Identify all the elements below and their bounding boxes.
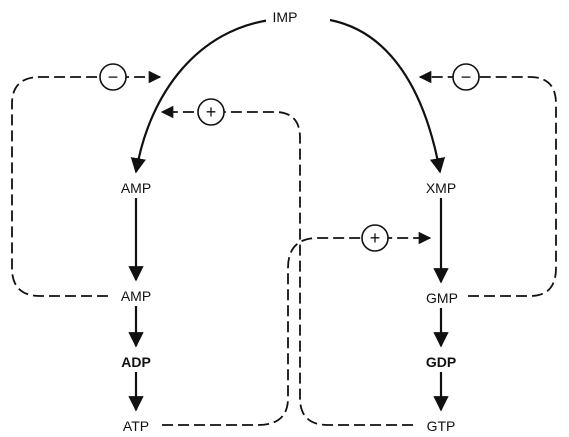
node-gdp: GDP bbox=[426, 354, 456, 370]
activation-marker-right: + bbox=[361, 224, 389, 252]
node-amp-top: AMP bbox=[121, 180, 151, 196]
feedforward-gtp-activates-amp-synthesis bbox=[160, 105, 413, 426]
node-xmp: XMP bbox=[426, 180, 456, 196]
inhibition-marker-right: − bbox=[452, 63, 480, 91]
svg-text:+: + bbox=[370, 228, 381, 248]
node-amp-bottom: AMP bbox=[121, 288, 151, 304]
activation-marker-top: + bbox=[197, 98, 225, 126]
svg-text:+: + bbox=[206, 102, 217, 122]
arc-imp-to-amp bbox=[130, 18, 271, 174]
svg-text:−: − bbox=[461, 67, 472, 87]
node-gtp: GTP bbox=[427, 418, 456, 434]
node-gmp: GMP bbox=[426, 290, 458, 306]
feedback-amp-inhibits-imp-amp bbox=[11, 70, 162, 297]
node-adp: ADP bbox=[121, 354, 151, 370]
node-atp: ATP bbox=[123, 418, 149, 434]
svg-text:−: − bbox=[108, 67, 119, 87]
feedforward-atp-activates-gmp-synthesis bbox=[162, 231, 432, 426]
arc-imp-to-xmp bbox=[329, 18, 446, 174]
inhibition-marker-left: − bbox=[99, 63, 127, 91]
feedback-gmp-inhibits-imp-xmp bbox=[418, 70, 557, 297]
node-imp: IMP bbox=[273, 9, 298, 25]
